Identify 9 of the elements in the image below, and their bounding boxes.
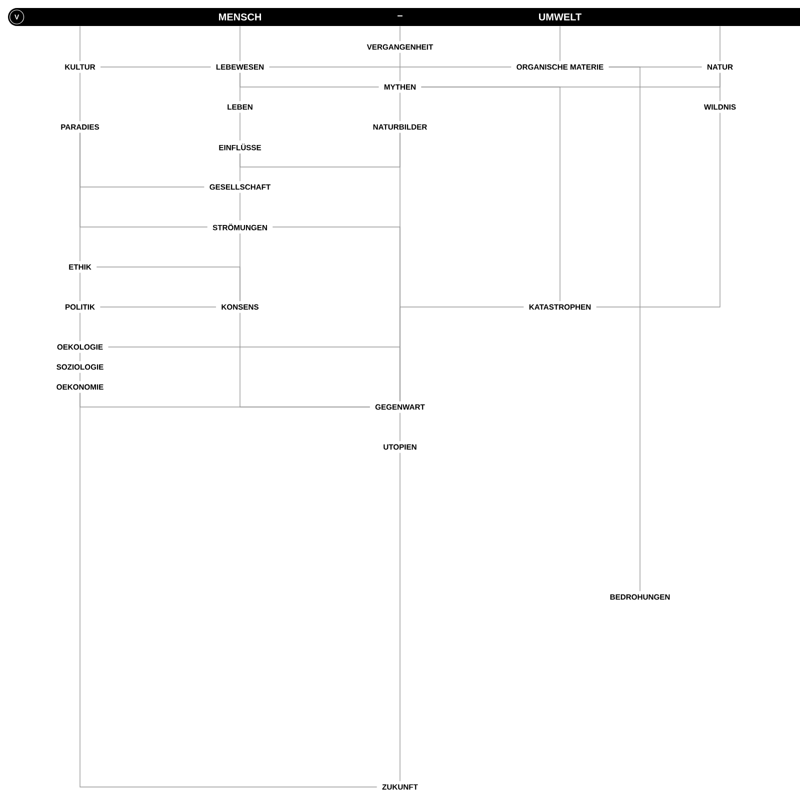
connector-line: [100, 66, 212, 68]
connector-line: [100, 306, 216, 308]
connector-line: [420, 86, 560, 302]
connector-line: [268, 66, 512, 68]
connector-line: [240, 72, 380, 88]
connector-line: [80, 392, 378, 788]
connector-line: [596, 112, 720, 308]
connector-line: [608, 66, 640, 592]
connector-line: [108, 346, 400, 402]
